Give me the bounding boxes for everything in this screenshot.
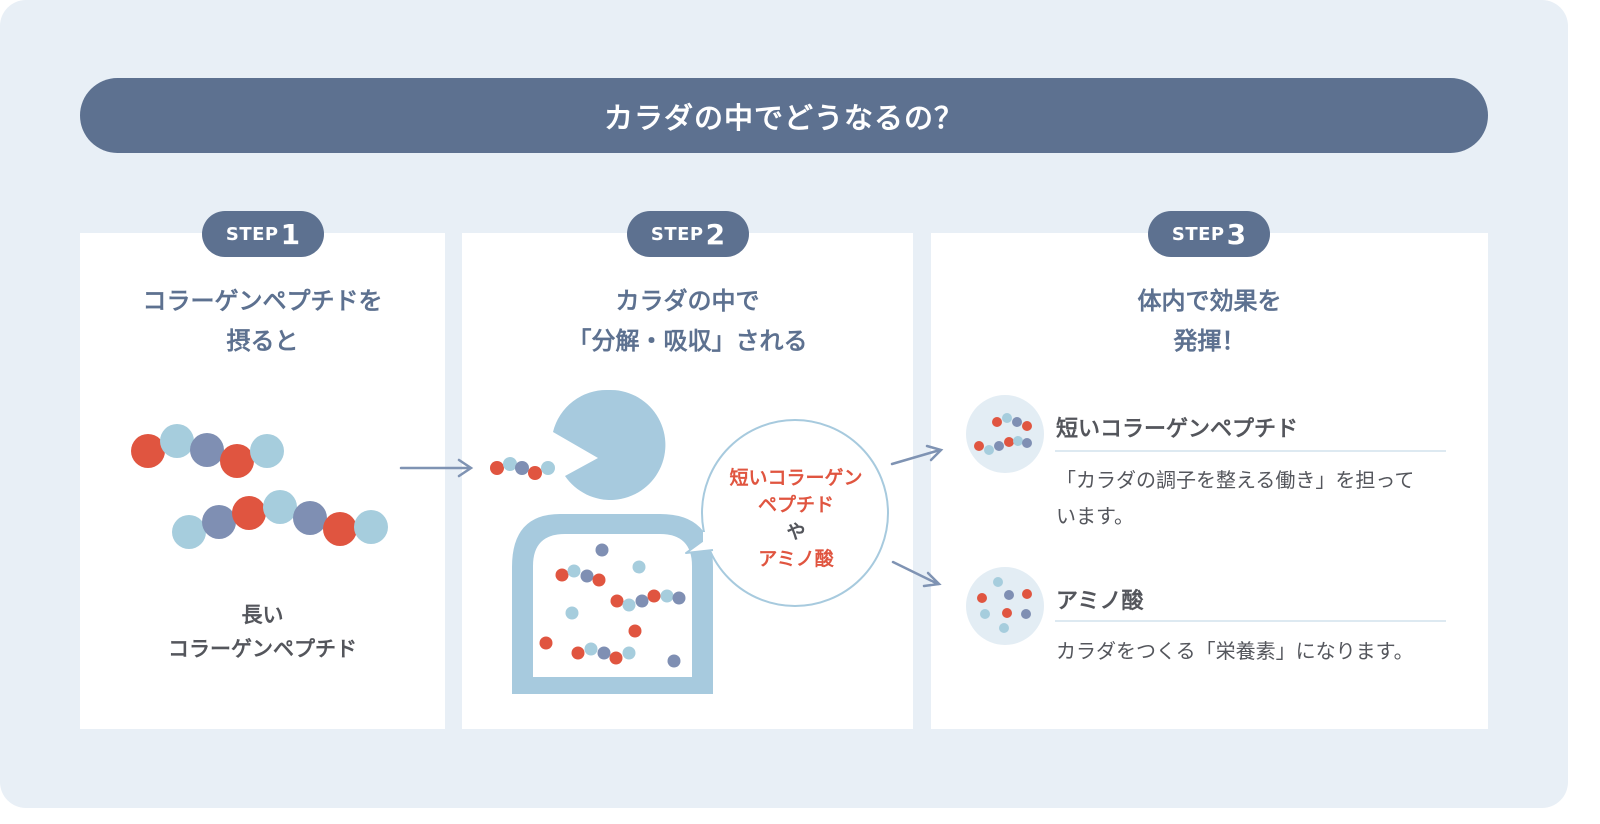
step3-badge-word: STEP [1171, 223, 1225, 245]
digested-particles-icon [539, 543, 686, 668]
step2-title-line: 「分解・吸収」される [567, 327, 808, 355]
step1-panel [80, 233, 445, 729]
description-line: カラダをつくる「栄養素」になります。 [1056, 639, 1414, 663]
bubble-line: アミノ酸 [758, 548, 834, 570]
step3-badge-number: 3 [1226, 217, 1247, 251]
step3-panel [931, 233, 1488, 729]
bubble-line: 短いコラーゲン [729, 467, 863, 489]
step2-badge-number: 2 [705, 217, 726, 251]
short-peptide-title: 短いコラーゲンペプチド [1056, 417, 1299, 442]
description-line: 「カラダの調子を整える働き」を担って [1056, 468, 1415, 492]
speech-bubble [685, 419, 889, 607]
long-peptide-chain-icon [172, 490, 388, 549]
divider [1055, 620, 1446, 622]
description-line: います。 [1056, 504, 1134, 528]
step1-title: コラーゲンペプチドを 摂ると [80, 281, 445, 361]
short-peptide-description: 「カラダの調子を整える働き」を担って います。 [1056, 462, 1414, 534]
divider [1055, 450, 1446, 452]
step3-title-line: 体内で効果を [1137, 287, 1282, 315]
step1-badge-number: 1 [280, 217, 301, 251]
step2-title-line: カラダの中で [615, 287, 760, 315]
short-peptide-icon [966, 395, 1044, 473]
short-peptide-chain-icon [490, 457, 555, 480]
arrow-down-right-icon [891, 560, 942, 588]
amino-acid-description: カラダをつくる「栄養素」になります。 [1056, 633, 1414, 669]
arrow-right-icon [399, 458, 474, 478]
bubble-line: ペプチド [757, 494, 834, 516]
bubble-line-conjunction: や [786, 521, 806, 543]
arrow-up-right-icon [890, 444, 944, 466]
step2-badge-word: STEP [650, 223, 704, 245]
human-body-icon [512, 389, 713, 694]
step3-title: 体内で効果を 発揮！ [931, 281, 1488, 361]
long-peptide-chain-icon [131, 424, 284, 478]
step1-title-line: コラーゲンペプチドを [142, 287, 383, 315]
banner-title: カラダの中でどうなるの？ [80, 78, 1488, 153]
step1-label: 長い コラーゲンペプチド [80, 598, 445, 666]
speech-bubble-text: 短いコラーゲン ペプチド や アミノ酸 [703, 465, 889, 573]
step1-badge-word: STEP [225, 223, 279, 245]
step2-title: カラダの中で 「分解・吸収」される [462, 281, 913, 361]
step1-label-line: 長い [241, 603, 284, 627]
amino-acid-icon [966, 567, 1044, 645]
amino-acid-title: アミノ酸 [1056, 589, 1144, 614]
step1-title-line: 摂ると [226, 327, 299, 355]
step3-title-line: 発揮！ [1173, 327, 1246, 355]
step1-label-line: コラーゲンペプチド [168, 637, 357, 661]
